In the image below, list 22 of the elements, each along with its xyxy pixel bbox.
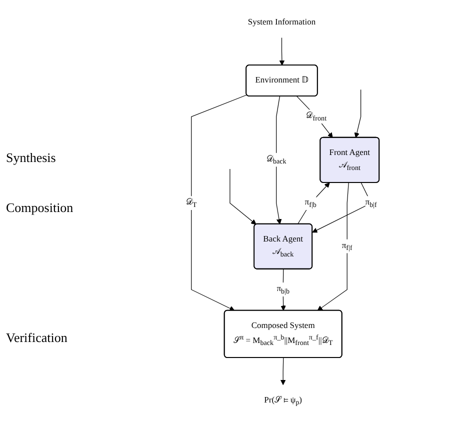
edge-label: π$_{f|f}$ xyxy=(342,241,352,252)
edge-label: π$_{b|b}$ xyxy=(276,284,290,296)
stage-label: Composition xyxy=(6,200,74,216)
arrow xyxy=(280,358,286,386)
arrow xyxy=(280,268,286,311)
arrow xyxy=(276,96,282,224)
arrow xyxy=(354,89,362,138)
arrow xyxy=(279,37,285,66)
stage-label: Verification xyxy=(6,330,68,346)
edge-label: 𝒟$_{T}$ xyxy=(186,198,197,209)
arrow xyxy=(297,182,330,224)
arrow xyxy=(230,168,256,225)
edge-label: 𝒟$_{back}$ xyxy=(266,154,286,166)
edge-label: π$_{f|b}$ xyxy=(304,198,316,209)
edge-label: π$_{b|f}$ xyxy=(365,198,377,209)
arrow xyxy=(296,96,333,138)
arrow xyxy=(317,182,349,311)
edge-label: 𝒟$_{front}$ xyxy=(306,111,327,122)
node-text: System Information xyxy=(248,18,316,27)
node-text: Pr(𝒮 ⊨ ψ$_{p}$) xyxy=(264,396,302,407)
stage-label: Synthesis xyxy=(6,150,56,166)
arrow xyxy=(191,94,248,311)
